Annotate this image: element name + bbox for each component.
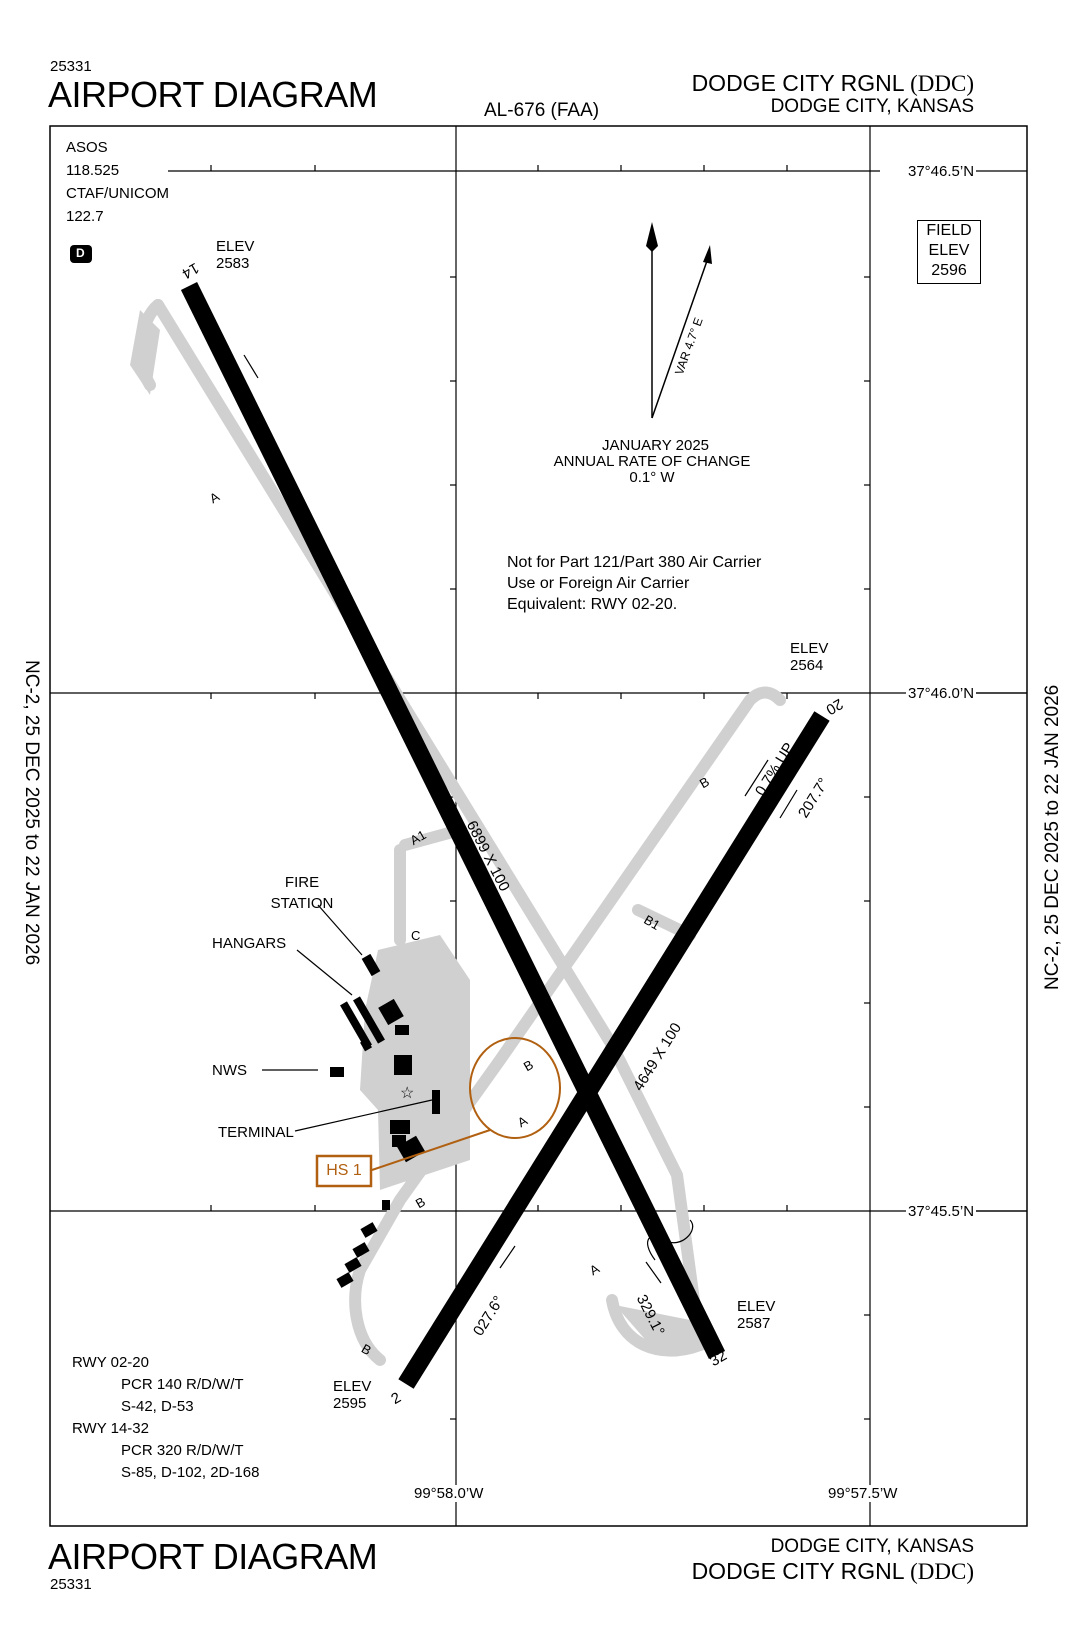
rwy-14-32-pcr: PCR 320 R/D/W/T — [121, 1442, 244, 1459]
lon-east: 99°57.5’W — [826, 1485, 900, 1502]
rwy-14-32-label: RWY 14-32 — [72, 1420, 149, 1437]
page-title: AIRPORT DIAGRAM — [48, 74, 378, 115]
fire-station-line1: FIRE — [284, 874, 320, 891]
airport-name-header: DODGE CITY RGNL (DDC) — [692, 70, 974, 97]
runway-info: RWY 02-20 PCR 140 R/D/W/T S-42, D-53 RWY… — [72, 1352, 259, 1484]
hangar-building — [340, 1001, 372, 1049]
hotspot-box — [315, 1154, 373, 1188]
true-north-icon — [646, 222, 658, 252]
wind-indicator-icon — [647, 1219, 694, 1261]
elev-value-20: 2564 — [790, 657, 824, 674]
taxiway-c-label: C — [411, 928, 421, 943]
airport-location: DODGE CITY, KANSAS — [770, 96, 974, 117]
lat-north: 37°46.5’N — [906, 163, 977, 180]
nws-label: NWS — [212, 1062, 247, 1079]
apron — [360, 935, 470, 1190]
lat-south: 37°45.5’N — [906, 1203, 977, 1220]
field-elev-line1: FIELD — [926, 222, 972, 239]
elev-label-32: ELEV — [737, 1298, 776, 1315]
asos-frequency: 118.525 — [66, 162, 120, 179]
rwy-14-32-load: S-85, D-102, 2D-168 — [121, 1464, 260, 1481]
magnetic-rate: 0.1° W — [629, 469, 675, 486]
footer-airport: DODGE CITY RGNL (DDC) — [692, 1558, 974, 1585]
magnetic-rate-label: ANNUAL RATE OF CHANGE — [553, 453, 751, 470]
airport-name: DODGE CITY RGNL — [691, 70, 904, 96]
fire-station-building — [361, 953, 381, 977]
lat-lon-grid — [50, 126, 1027, 1526]
rwy-02-20-label: RWY 02-20 — [72, 1354, 149, 1371]
runway-02-20 — [398, 711, 830, 1389]
elev-value-32: 2587 — [737, 1315, 771, 1332]
footer-title: AIRPORT DIAGRAM — [48, 1536, 378, 1577]
fire-station-line2: STATION — [270, 895, 334, 912]
runway-14-elevation: ELEV 2583 — [216, 238, 254, 272]
lon-west: 99°58.0’W — [412, 1485, 486, 1502]
rwy-02-20-load: S-42, D-53 — [121, 1398, 194, 1415]
runway-32-elevation: ELEV 2587 — [737, 1298, 775, 1332]
footer-airport-code: (DDC) — [910, 1559, 974, 1584]
lat-mid: 37°46.0’N — [906, 685, 977, 702]
faa-id: AL-676 (FAA) — [484, 100, 600, 121]
d-badge-icon — [70, 245, 92, 263]
note-line-1: Not for Part 121/Part 380 Air Carrier — [507, 554, 762, 571]
terminal-label: TERMINAL — [218, 1124, 294, 1141]
elev-value-02: 2595 — [333, 1395, 367, 1412]
note-line-2: Use or Foreign Air Carrier — [507, 575, 690, 592]
field-elev-line2: ELEV — [928, 242, 970, 259]
rwy-02-20-pcr: PCR 140 R/D/W/T — [121, 1376, 244, 1393]
nws-building — [330, 1067, 344, 1077]
runway-14-32 — [180, 282, 726, 1359]
fire-station-label: FIRE STATION — [262, 872, 342, 914]
hangars-label: HANGARS — [212, 935, 287, 952]
elev-label-20: ELEV — [790, 640, 829, 657]
d-badge-label: D — [76, 246, 85, 260]
magnetic-date: JANUARY 2025 — [602, 437, 710, 454]
airport-code: (DDC) — [910, 71, 974, 96]
ctaf-frequency: 122.7 — [66, 208, 104, 225]
field-elevation-box: FIELD ELEV 2596 — [917, 220, 981, 284]
chart-number-top: 25331 — [50, 58, 92, 75]
buildings — [330, 953, 440, 1288]
runway-20-elevation: ELEV 2564 — [790, 640, 828, 674]
note-line-3: Equivalent: RWY 02-20. — [507, 596, 678, 613]
diagram-border — [49, 125, 1028, 1527]
chart-number-bottom: 25331 — [50, 1576, 92, 1593]
heading-arrows — [243, 354, 798, 1284]
elev-label-14: ELEV — [216, 238, 255, 255]
footer-location: DODGE CITY, KANSAS — [770, 1536, 974, 1557]
ctaf-label: CTAF/UNICOM — [66, 185, 170, 202]
asos-label: ASOS — [66, 139, 108, 156]
leader-lines — [262, 904, 433, 1132]
magnetic-north-icon — [703, 245, 712, 264]
beacon-icon: ☆ — [400, 1085, 414, 1102]
terminal-building — [432, 1090, 440, 1114]
hotspot-label: HS 1 — [326, 1162, 362, 1179]
field-elev-value: 2596 — [931, 262, 967, 279]
footer-airport-name: DODGE CITY RGNL — [691, 1558, 904, 1584]
hotspot-circle — [469, 1037, 561, 1139]
runway-02-elevation: ELEV 2595 — [333, 1378, 371, 1412]
elev-label-02: ELEV — [333, 1378, 372, 1395]
taxiway-b — [349, 686, 786, 1366]
north-arrows — [646, 222, 712, 419]
elev-value-14: 2583 — [216, 255, 250, 272]
air-carrier-note: Not for Part 121/Part 380 Air Carrier Us… — [507, 552, 761, 615]
grid-ticks — [210, 165, 870, 1420]
